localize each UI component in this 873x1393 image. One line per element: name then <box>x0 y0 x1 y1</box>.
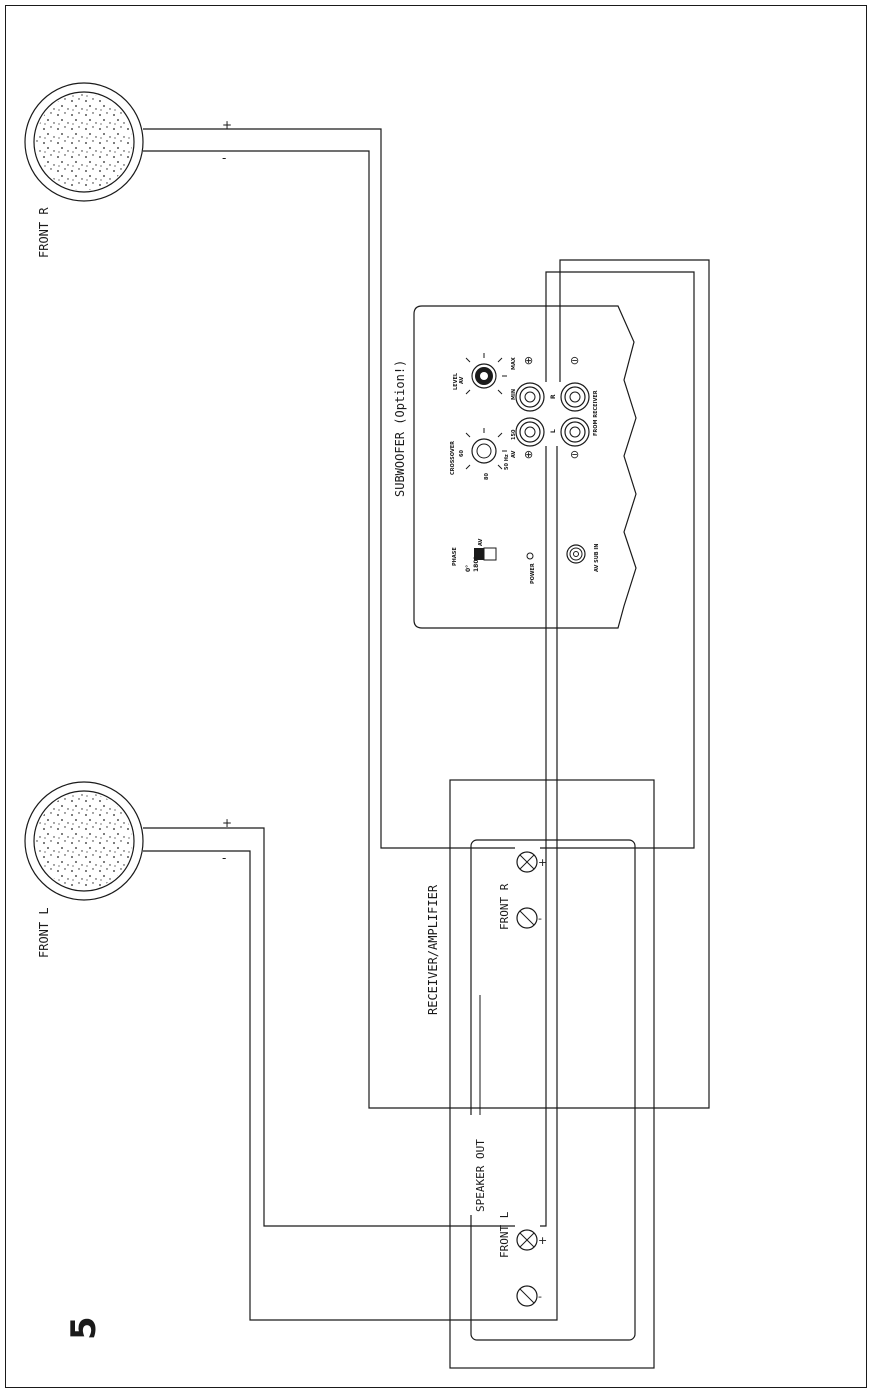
crossover-label: CROSSOVER <box>450 441 456 475</box>
level-knob <box>465 353 507 395</box>
speaker-front-r-label: FRONT R <box>37 207 51 258</box>
crossover-60-label: 60 <box>459 450 465 457</box>
phase-av-label: AV <box>478 538 484 546</box>
speaker-out-panel <box>470 839 636 1341</box>
phase-switch <box>474 547 497 561</box>
terminal-l-plus <box>516 1229 538 1251</box>
sub-minus-r: ⊖ <box>570 354 579 367</box>
crossover-50hz-label: 50 Hz <box>504 454 510 470</box>
sub-r-label: R <box>550 394 557 399</box>
page-number: 5 <box>64 1316 104 1340</box>
power-label: POWER <box>530 563 536 584</box>
sub-plus-l: ⊕ <box>524 448 533 461</box>
receiver-front-l-label: FRONT L <box>498 1211 511 1258</box>
crossover-80-label: 80 <box>484 473 490 480</box>
sub-plus-r: ⊕ <box>524 354 533 367</box>
receiver-box <box>449 779 655 1369</box>
sub-minus-l: ⊖ <box>570 448 579 461</box>
power-led <box>526 552 534 560</box>
sub-l-label: L <box>550 429 557 433</box>
receiver-front-r-label: FRONT R <box>498 883 511 930</box>
sub-input-r-minus <box>560 382 590 412</box>
crossover-150-label: 150 <box>511 429 517 440</box>
speaker-front-l-minus: - <box>222 851 226 865</box>
subwoofer-title: SUBWOOFER (Option!) <box>393 360 407 497</box>
terminal-l-minus <box>516 1285 538 1307</box>
level-max-label: MAX <box>511 357 517 370</box>
speaker-front-l-label: FRONT L <box>37 907 51 958</box>
level-min-label: MIN <box>511 389 517 400</box>
av-sub-in-label: AV SUB IN <box>594 544 600 572</box>
sub-input-l-plus <box>515 417 545 447</box>
subwoofer-panel <box>413 305 637 629</box>
terminal-r-plus-sign: + <box>538 856 547 869</box>
phase-180-label: 180° <box>473 556 480 572</box>
terminal-r-plus <box>516 851 538 873</box>
phase-0-label: 0° <box>465 565 472 572</box>
crossover-knob <box>465 428 507 470</box>
terminal-l-plus-sign: + <box>538 1234 547 1247</box>
wiring <box>143 128 710 1321</box>
sub-input-l-minus <box>560 417 590 447</box>
terminal-r-minus <box>516 907 538 929</box>
speaker-out-label: SPEAKER OUT <box>474 1139 487 1212</box>
level-label: LEVEL <box>453 372 459 390</box>
av-sub-in-jack <box>566 544 586 564</box>
receiver-title: RECEIVER/AMPLIFIER <box>426 884 440 1015</box>
crossover-av-label: AV <box>511 450 517 458</box>
terminal-l-minus-sign: - <box>538 1290 542 1303</box>
level-av-label: AV <box>459 376 465 384</box>
phase-label: PHASE <box>452 547 458 566</box>
speaker-front-r <box>24 82 144 202</box>
terminal-r-minus-sign: - <box>538 912 542 925</box>
speaker-front-l <box>24 781 144 901</box>
speaker-front-l-plus: + <box>222 816 232 830</box>
from-receiver-label: FROM RECEIVER <box>593 390 599 436</box>
speaker-front-r-minus: - <box>222 151 226 165</box>
speaker-front-r-plus: + <box>222 118 232 132</box>
sub-input-r-plus <box>515 382 545 412</box>
page-border <box>5 5 867 1388</box>
